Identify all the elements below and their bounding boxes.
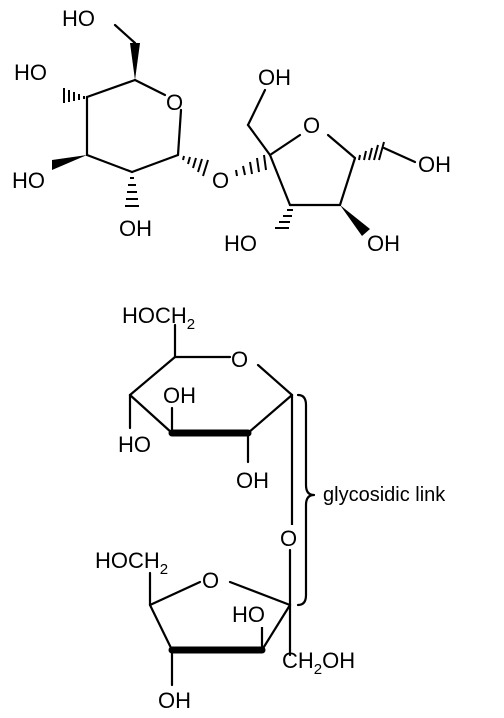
label-bottom-fru-c3-oh: HO bbox=[232, 602, 265, 627]
glycosidic-bracket bbox=[296, 393, 316, 607]
hashed-bond bbox=[275, 209, 293, 229]
top-glucose-ring bbox=[52, 23, 209, 207]
label-bottom-fru-ch2oh-right: CH2OH bbox=[282, 648, 355, 678]
hashed-bond bbox=[182, 155, 209, 177]
label-bottom-glc-ch2oh: HOCH2 bbox=[122, 303, 195, 333]
hashed-bond bbox=[125, 177, 139, 207]
label-bridge-o: O bbox=[212, 168, 229, 193]
hashed-bond bbox=[235, 154, 267, 177]
label-fru-c3-oh: HO bbox=[224, 231, 257, 256]
label-glc-c2-oh: OH bbox=[119, 216, 152, 241]
bottom-glucose-ring bbox=[128, 323, 294, 527]
hashed-bond bbox=[63, 88, 85, 103]
wedge-bond bbox=[130, 43, 140, 80]
label-bottom-glc-ring-o: O bbox=[231, 347, 248, 372]
label-glc-c4-oh: HO bbox=[14, 60, 47, 85]
label-fru-c4-oh: OH bbox=[367, 231, 400, 256]
label-glc-c6-oh: HO bbox=[62, 6, 95, 31]
label-glc-ring-o: O bbox=[166, 90, 183, 115]
glycosidic-link-annotation: glycosidic link bbox=[323, 484, 446, 506]
label-fru-c6-oh: OH bbox=[418, 152, 451, 177]
label-bottom-fru-ring-o: O bbox=[202, 568, 219, 593]
bottom-fructose-ring bbox=[148, 548, 292, 687]
label-glc-c3-oh: HO bbox=[12, 168, 45, 193]
top-fructose-ring bbox=[246, 88, 417, 236]
label-bottom-bridge-o: O bbox=[280, 526, 297, 551]
wedge-bond bbox=[340, 205, 370, 236]
label-bottom-fru-ch2oh: HOCH2 bbox=[95, 548, 168, 578]
label-bottom-glc-c4-oh: OH bbox=[163, 383, 196, 408]
top-structure: HO HO HO OH O O OH O OH HO OH bbox=[12, 6, 451, 256]
label-fru-c1-oh: OH bbox=[258, 65, 291, 90]
label-bottom-glc-c2-oh: OH bbox=[236, 468, 269, 493]
label-fru-ring-o: O bbox=[303, 113, 320, 138]
hashed-bond bbox=[358, 141, 385, 161]
wedge-bond bbox=[52, 155, 87, 170]
label-bottom-glc-c3-oh: HO bbox=[118, 432, 151, 457]
label-bottom-fru-c4-oh: OH bbox=[158, 688, 191, 713]
bottom-structure: HOCH2 O OH HO OH O HOCH2 O HO CH2OH OH g… bbox=[95, 303, 446, 713]
